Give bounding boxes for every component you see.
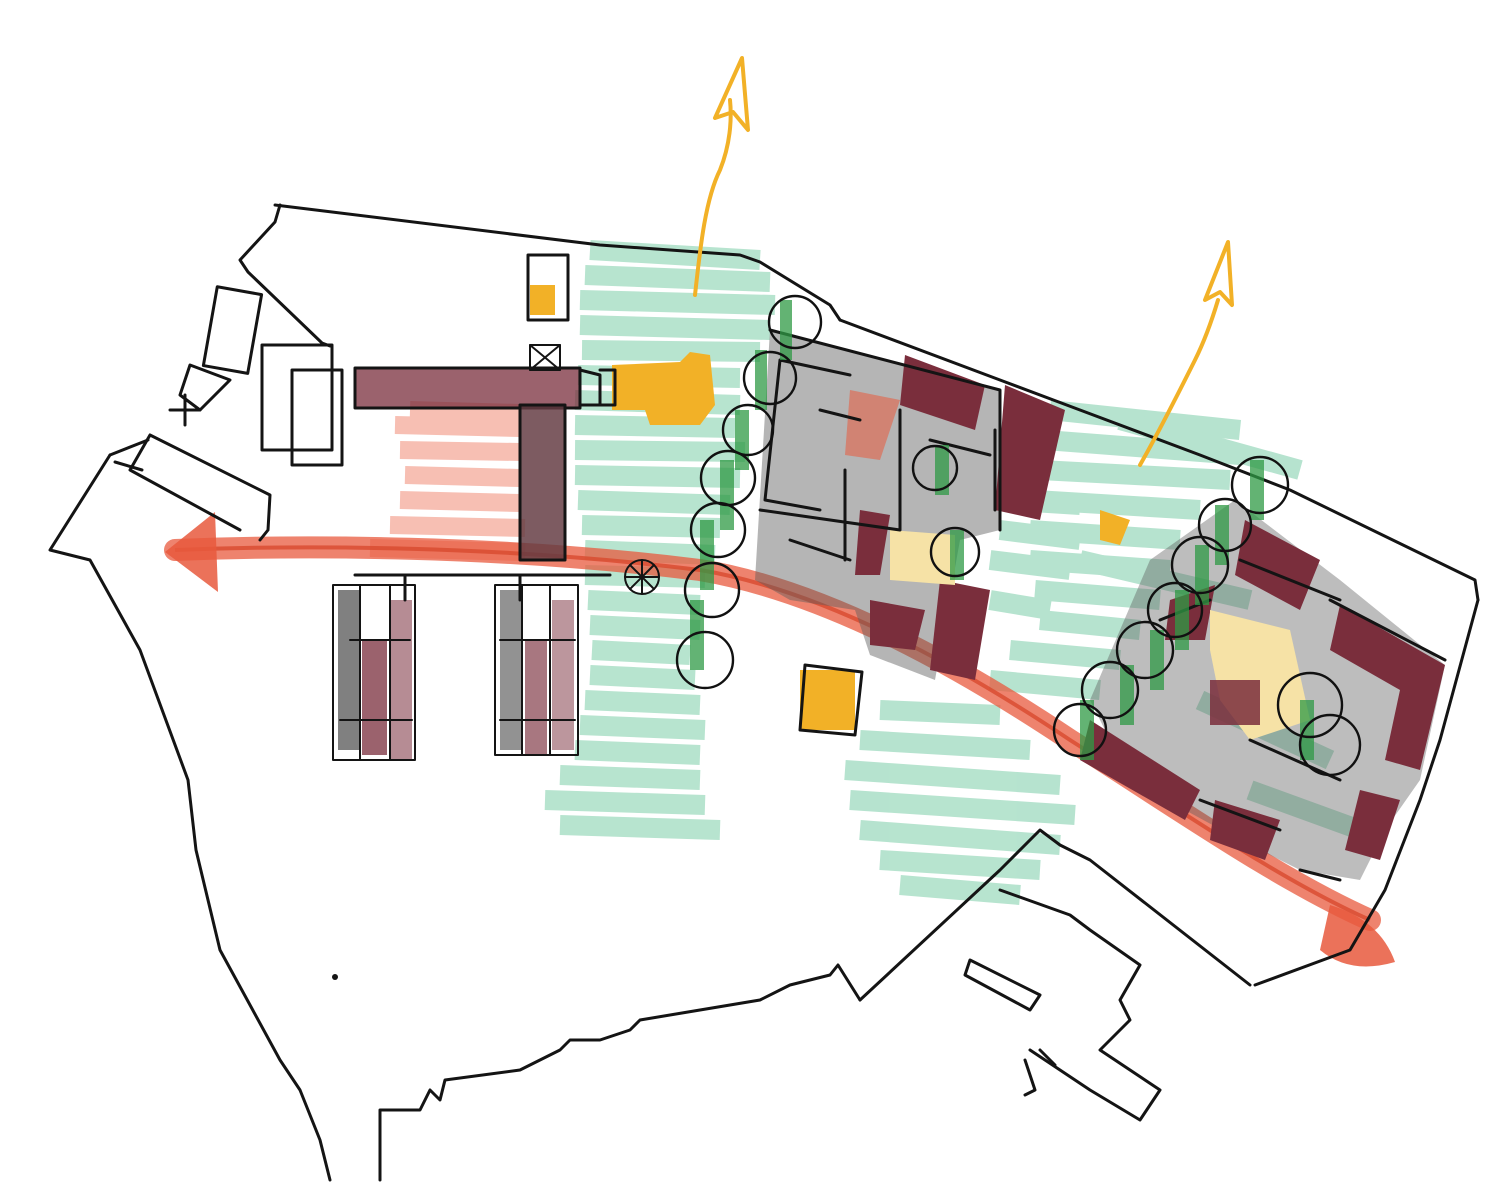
central-courtyard-building xyxy=(755,328,1065,680)
yellow-buildings xyxy=(598,352,1130,737)
tree-row-east xyxy=(1052,455,1362,777)
south-east-buildings xyxy=(963,888,1162,1122)
plaza-wash xyxy=(369,401,526,561)
survey-point-dot xyxy=(332,974,338,980)
tree-row-west xyxy=(675,294,981,690)
west-buildings xyxy=(168,285,344,467)
yellow-arrow-icon-east xyxy=(1138,240,1234,467)
yellow-arrow-icon xyxy=(693,56,750,297)
site-boundary xyxy=(48,203,1480,1182)
gazebo-icon xyxy=(624,559,660,595)
east-courtyard-building xyxy=(1080,500,1447,882)
north-pavilion xyxy=(353,253,602,562)
south-west-blocks xyxy=(332,573,612,761)
